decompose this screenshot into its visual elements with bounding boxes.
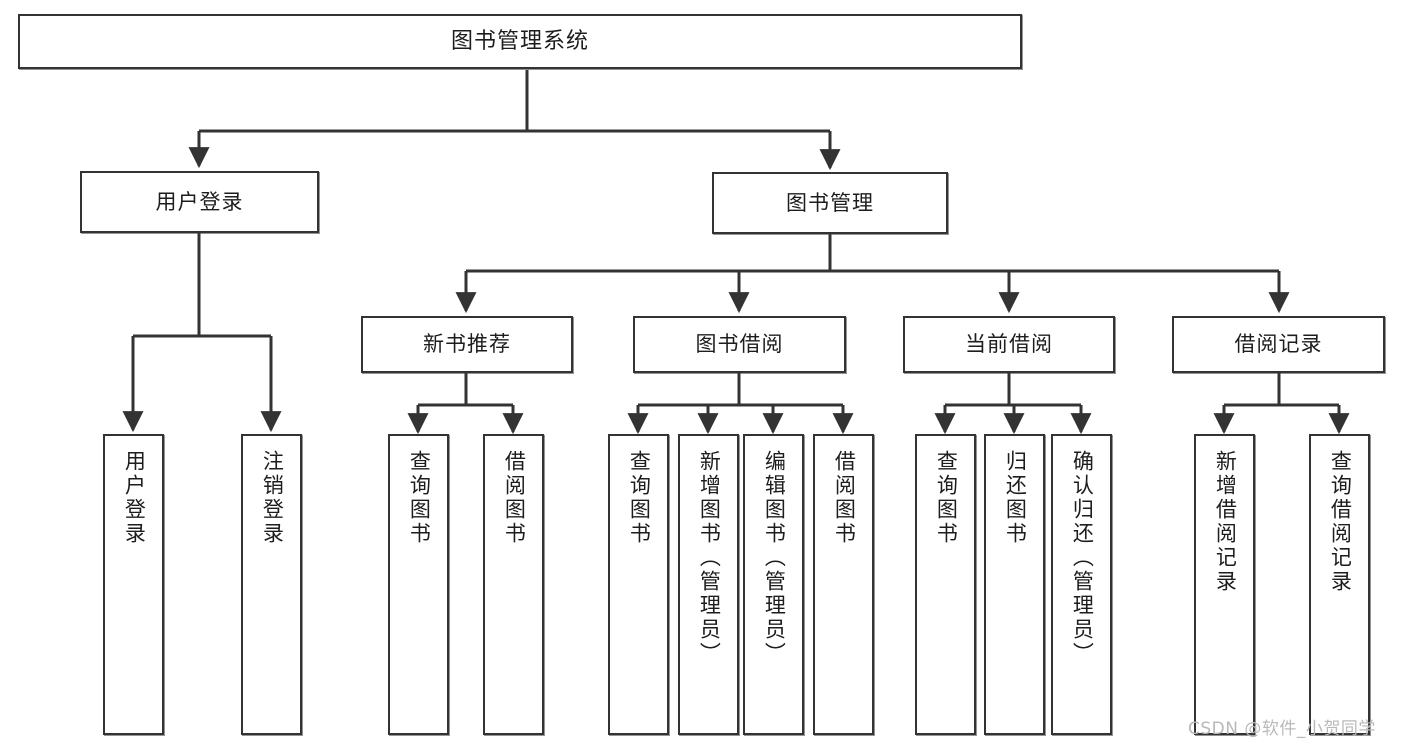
node-label: 确认归还（管理员） — [1070, 450, 1095, 666]
leaf-add-book-admin[interactable]: 新增图书（管理员） — [678, 434, 739, 735]
node-label: 归还图书 — [1003, 450, 1028, 546]
leaf-return-book[interactable]: 归还图书 — [984, 434, 1045, 735]
node-label: 新书推荐 — [423, 332, 511, 357]
leaf-user-login[interactable]: 用户登录 — [103, 434, 164, 735]
leaf-confirm-return-admin[interactable]: 确认归还（管理员） — [1051, 434, 1112, 735]
node-label: 新增图书（管理员） — [697, 450, 722, 666]
leaf-logout[interactable]: 注销登录 — [241, 434, 302, 735]
node-label: 查询借阅记录 — [1328, 450, 1353, 594]
leaf-edit-book-admin[interactable]: 编辑图书（管理员） — [743, 434, 804, 735]
leaf-query-borrow-record[interactable]: 查询借阅记录 — [1309, 434, 1370, 735]
node-label: 图书借阅 — [695, 332, 784, 357]
node-label: 查询图书 — [627, 450, 652, 546]
watermark-text: CSDN @软件_小贺同学 — [1188, 719, 1376, 739]
node-label: 用户登录 — [155, 189, 244, 214]
node-new-book-recommend[interactable]: 新书推荐 — [361, 316, 573, 373]
node-label: 编辑图书（管理员） — [762, 450, 787, 666]
node-label: 当前借阅 — [965, 332, 1053, 357]
node-label: 借阅记录 — [1234, 332, 1323, 357]
node-current-borrow[interactable]: 当前借阅 — [903, 316, 1115, 373]
leaf-query-book-current[interactable]: 查询图书 — [915, 434, 976, 735]
node-label: 图书管理 — [786, 190, 874, 215]
node-label: 注销登录 — [260, 450, 285, 546]
node-label: 借阅图书 — [832, 450, 857, 546]
leaf-query-book-new[interactable]: 查询图书 — [388, 434, 449, 735]
node-label: 查询图书 — [934, 450, 959, 546]
node-label: 新增借阅记录 — [1213, 450, 1238, 594]
node-book-management[interactable]: 图书管理 — [712, 172, 948, 234]
node-label: 图书管理系统 — [450, 28, 589, 54]
node-label: 借阅图书 — [502, 450, 527, 546]
leaf-borrow-book-new[interactable]: 借阅图书 — [483, 434, 544, 735]
leaf-add-borrow-record[interactable]: 新增借阅记录 — [1194, 434, 1255, 735]
node-book-borrow[interactable]: 图书借阅 — [633, 316, 846, 373]
node-user-login[interactable]: 用户登录 — [80, 171, 319, 233]
node-label: 用户登录 — [122, 450, 147, 546]
leaf-query-book-borrow[interactable]: 查询图书 — [608, 434, 669, 735]
node-borrow-record[interactable]: 借阅记录 — [1172, 316, 1385, 373]
node-label: 查询图书 — [407, 450, 432, 546]
leaf-borrow-book[interactable]: 借阅图书 — [813, 434, 874, 735]
node-root-system[interactable]: 图书管理系统 — [18, 14, 1022, 69]
